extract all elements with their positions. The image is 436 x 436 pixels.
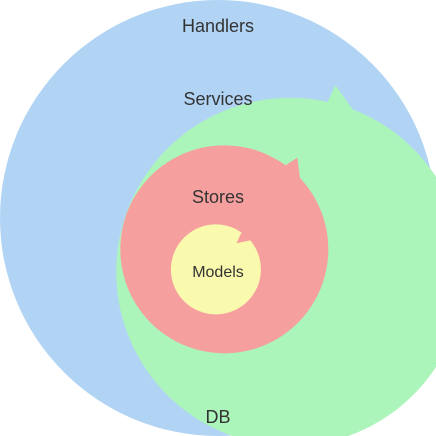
handlers-label: Handlers (182, 16, 254, 36)
models-ring (170, 224, 261, 315)
db-label: DB (205, 407, 230, 427)
stores-label: Stores (192, 187, 244, 207)
services-label: Services (183, 89, 252, 109)
models-label: Models (192, 264, 244, 281)
